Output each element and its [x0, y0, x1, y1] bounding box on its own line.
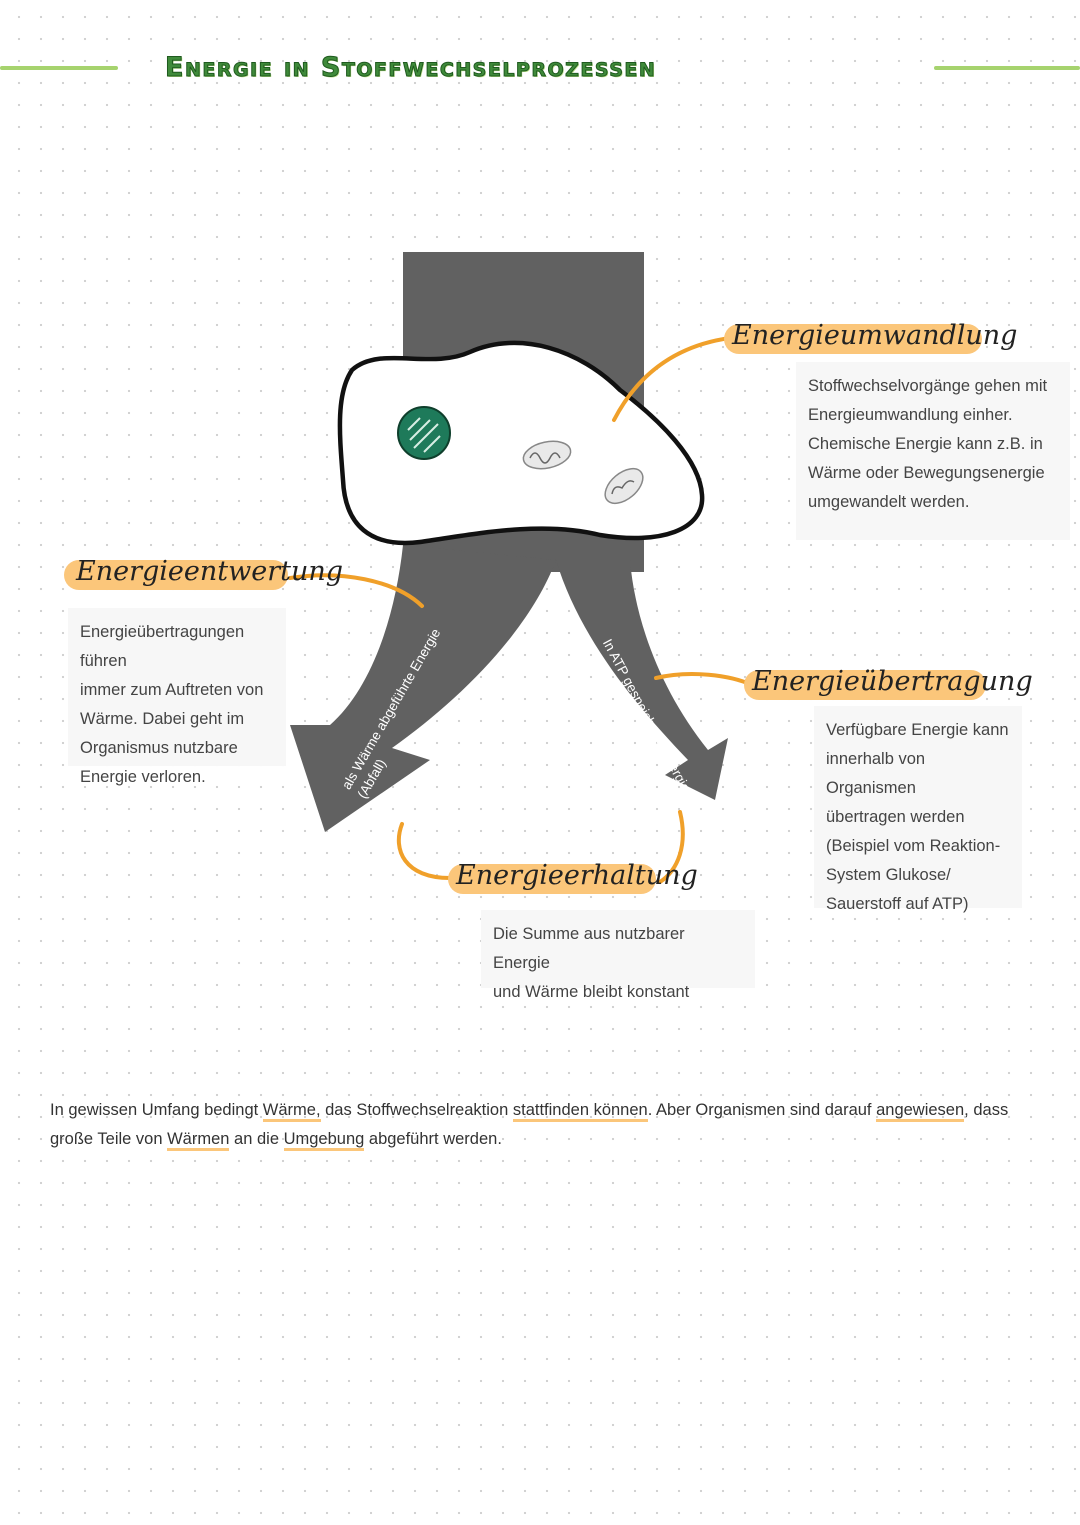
note-text: an die — [229, 1130, 284, 1148]
mitochondrion-icon — [522, 440, 572, 470]
note-text: . Aber Organismen sind darauf — [647, 1101, 877, 1119]
connector-erhaltung — [396, 810, 685, 884]
note-underlined: Umgebung — [283, 1130, 365, 1151]
heat-arrow — [290, 545, 556, 832]
connector-entwertung — [288, 573, 424, 608]
heading-highlight — [64, 560, 288, 590]
note-text: , dass große Teile von — [50, 1101, 1009, 1148]
title-rule-left — [0, 66, 118, 70]
connector-uebertragung — [654, 672, 754, 687]
atp-arrow — [556, 560, 728, 800]
heading-energieentwertung: Energieentwertung — [76, 556, 344, 587]
mitochondrion-icon — [604, 467, 644, 505]
connector-umwandlung — [612, 336, 732, 422]
title-rule-right — [934, 66, 1080, 70]
heading-energieumwandlung: Energieumwandlung — [732, 320, 1018, 351]
note-text: das Stoffwechselreaktion — [320, 1101, 513, 1119]
note-text: In gewissen Umfang bedingt — [50, 1101, 263, 1119]
note-underlined: angewiesen — [876, 1101, 965, 1122]
text-energieuebertragung: Verfügbare Energie kann innerhalb von Or… — [814, 706, 1022, 913]
summary-note: In gewissen Umfang bedingt Wärme, das St… — [50, 1096, 1030, 1154]
note-underlined: stattfinden können — [512, 1101, 648, 1122]
heading-highlight — [724, 324, 982, 354]
text-energieentwertung: Energieübertragungen führen immer zum Au… — [68, 608, 286, 786]
nucleus-icon — [397, 406, 451, 460]
text-energieerhaltung: Die Summe aus nutzbarer Energie und Wärm… — [481, 910, 755, 1001]
text-energieumwandlung: Stoffwechselvorgänge gehen mit Energieum… — [796, 362, 1070, 540]
page-title: Energie in Stoffwechselprozessen — [165, 52, 657, 84]
heading-energieerhaltung: Energieerhaltung — [456, 860, 698, 891]
heading-energieuebertragung: Energieübertragung — [752, 666, 1033, 697]
note-underlined: Wärmen — [167, 1130, 230, 1151]
heading-highlight — [448, 864, 656, 894]
note-underlined: Wärme, — [262, 1101, 321, 1122]
note-text: abgeführt werden. — [364, 1130, 502, 1148]
heading-highlight — [744, 670, 986, 700]
